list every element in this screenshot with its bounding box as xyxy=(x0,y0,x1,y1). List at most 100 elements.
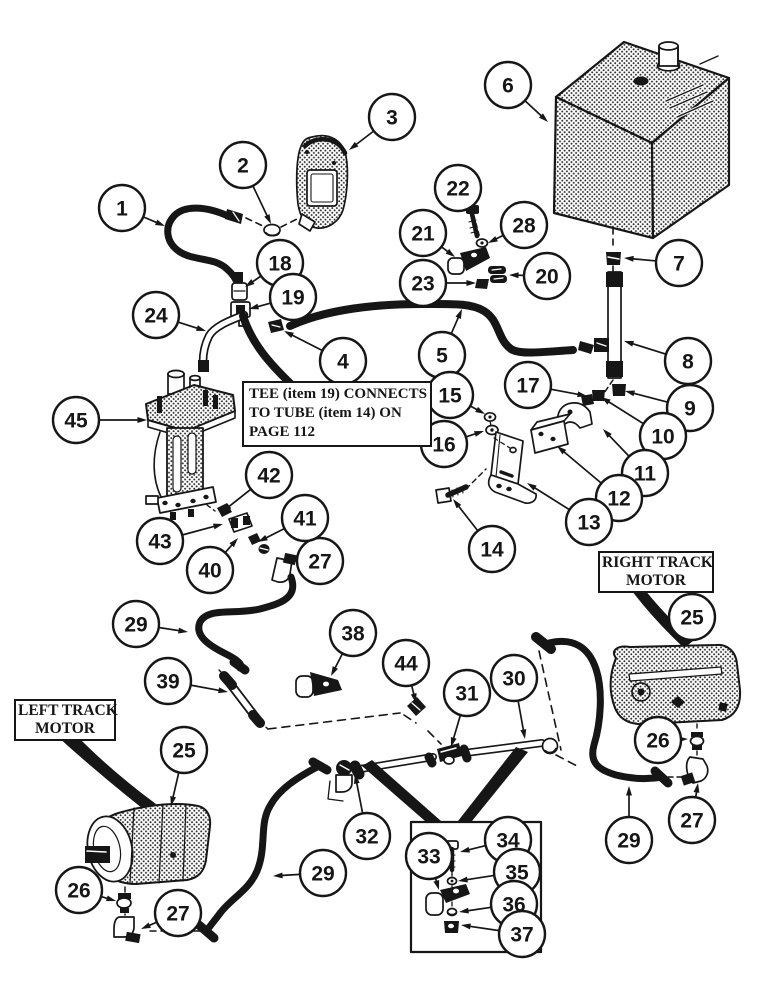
callout-number: 8 xyxy=(682,351,694,374)
callout-43: 43 xyxy=(135,516,223,566)
callout-arrow-icon xyxy=(557,446,567,455)
callout-number: 9 xyxy=(684,398,696,421)
callout-14: 14 xyxy=(453,499,517,574)
callout-arrow-icon xyxy=(222,503,232,512)
callout-arrow-icon xyxy=(170,796,177,806)
nut-23 xyxy=(475,279,489,289)
callout-28: 28 xyxy=(488,200,549,250)
callout-number: 1 xyxy=(116,198,128,221)
callout-41: 41 xyxy=(258,493,330,543)
clamp-21-wedge xyxy=(460,247,490,271)
callout-26: 26 xyxy=(633,715,688,765)
callout-25: 25 xyxy=(159,725,209,806)
callout-number: 42 xyxy=(257,465,280,488)
callout-number: 26 xyxy=(646,730,669,753)
callout-20: 20 xyxy=(509,251,572,301)
return-tube-assembly xyxy=(435,252,626,504)
callout-24: 24 xyxy=(131,290,206,340)
callout-22: 22 xyxy=(433,163,483,213)
callout-7: 7 xyxy=(624,238,704,288)
callout-26: 26 xyxy=(54,865,116,915)
clamp-11 xyxy=(556,402,593,429)
callout-16: 16 xyxy=(419,419,484,469)
hose-5 xyxy=(286,299,594,357)
callout-arrow-icon xyxy=(245,279,255,287)
callout-arrow-icon xyxy=(577,391,587,398)
callout-25: 25 xyxy=(667,592,717,649)
callout-number: 17 xyxy=(516,375,539,398)
note-line-2: TO TUBE (item 14) ON xyxy=(249,404,402,421)
callout-number: 26 xyxy=(67,880,90,903)
callout-27: 27 xyxy=(141,888,203,938)
callout-33: 33 xyxy=(404,831,454,890)
callout-number: 7 xyxy=(673,253,685,276)
callout-number: 23 xyxy=(411,273,434,296)
callout-arrow-icon xyxy=(282,558,292,564)
callout-arrow-icon xyxy=(527,483,537,491)
callout-arrow-icon xyxy=(601,397,611,405)
callout-arrow-icon xyxy=(141,922,151,929)
callout-32: 32 xyxy=(342,774,392,861)
filter-assembly xyxy=(145,369,236,520)
left-motor-label-line-1: LEFT TRACK xyxy=(18,702,118,719)
callout-arrow-icon xyxy=(249,303,259,310)
left-track-motor-label: LEFT TRACK MOTOR xyxy=(14,699,118,741)
callout-arrow-icon xyxy=(461,923,471,930)
callout-number: 11 xyxy=(634,463,657,486)
callout-number: 24 xyxy=(144,305,168,328)
leader-wedge-right xyxy=(458,747,528,821)
callout-number: 27 xyxy=(308,551,331,574)
callout-37: 37 xyxy=(461,909,547,959)
callout-arrow-icon xyxy=(603,429,612,438)
callout-27: 27 xyxy=(667,783,717,845)
clamp-33-cyl xyxy=(425,892,444,916)
clamp-21-cyl xyxy=(447,257,465,275)
crossover-tubes xyxy=(327,697,559,802)
callout-arrow-icon xyxy=(155,219,165,226)
right-track-motor-label: RIGHT TRACK MOTOR xyxy=(598,551,714,593)
callout-arrow-icon xyxy=(538,113,548,122)
callout-number: 41 xyxy=(293,508,317,531)
callout-arrow-icon xyxy=(178,627,188,634)
callout-arrow-icon xyxy=(475,406,485,414)
callout-number: 5 xyxy=(436,345,448,368)
callout-arrow-icon xyxy=(455,309,462,319)
callout-number: 38 xyxy=(341,623,365,646)
callout-arrow-icon xyxy=(466,280,476,286)
callout-number: 29 xyxy=(124,614,147,637)
clamp-33-wedge xyxy=(440,884,470,903)
callout-39: 39 xyxy=(143,656,228,706)
callout-17: 17 xyxy=(503,360,587,410)
callout-23: 23 xyxy=(398,258,476,308)
callout-arrow-icon xyxy=(273,872,283,879)
callout-number: 44 xyxy=(394,653,418,676)
callout-12: 12 xyxy=(557,446,644,523)
tube-24 xyxy=(198,310,249,372)
nut-9 xyxy=(612,384,626,396)
callout-2: 2 xyxy=(218,140,271,224)
bolt-17 xyxy=(581,394,594,406)
callout-arrow-icon xyxy=(331,666,338,676)
callout-5: 5 xyxy=(417,309,467,380)
callout-arrow-icon xyxy=(229,538,238,548)
callout-arrow-icon xyxy=(520,729,527,739)
clamp-21-assembly xyxy=(447,205,507,289)
note-line-3: PAGE 112 xyxy=(249,423,315,440)
callout-arrow-icon xyxy=(137,417,147,423)
callout-arrow-icon xyxy=(460,846,470,853)
callout-arrow-icon xyxy=(284,331,294,338)
elbow-32 xyxy=(327,760,353,802)
callout-13: 13 xyxy=(527,483,614,547)
hose-29c xyxy=(531,632,673,788)
callout-number: 29 xyxy=(311,863,334,886)
callout-arrow-icon xyxy=(433,880,440,890)
callout-arrow-icon xyxy=(459,907,469,914)
callout-number: 15 xyxy=(438,385,462,408)
callout-number: 14 xyxy=(480,539,504,562)
bolt-14 xyxy=(435,468,487,504)
wedge-clamp-38 xyxy=(295,672,342,698)
callout-8: 8 xyxy=(624,336,713,386)
